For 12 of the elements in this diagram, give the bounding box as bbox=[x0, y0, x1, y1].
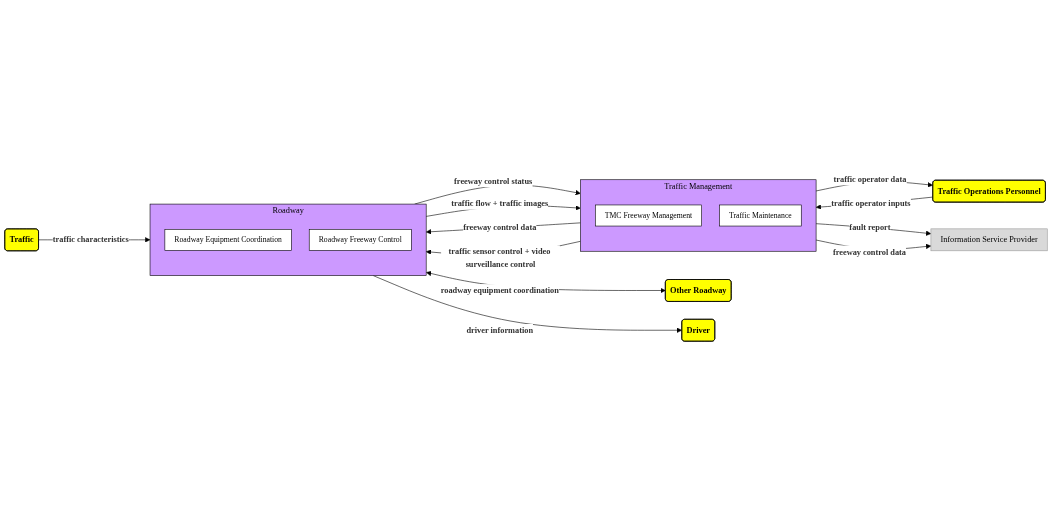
edge-label: traffic characteristics bbox=[52, 235, 129, 245]
edge-label: freeway control data bbox=[832, 247, 907, 257]
edge-label: roadway equipment coordination bbox=[440, 286, 559, 295]
edge-label: freeway control status bbox=[454, 176, 533, 186]
edge-label: driver information bbox=[466, 325, 534, 335]
node-box: Information Service Provider bbox=[930, 228, 1048, 252]
edge-label: traffic operator inputs bbox=[831, 198, 911, 208]
edge-label: traffic flow + traffic images bbox=[451, 198, 549, 208]
edge-label: traffic operator data bbox=[833, 174, 907, 184]
edge-label: fault report bbox=[849, 223, 891, 233]
edge-label: traffic sensor control + video surveillance control bbox=[448, 247, 551, 269]
edge-label: freeway control data bbox=[463, 223, 537, 233]
